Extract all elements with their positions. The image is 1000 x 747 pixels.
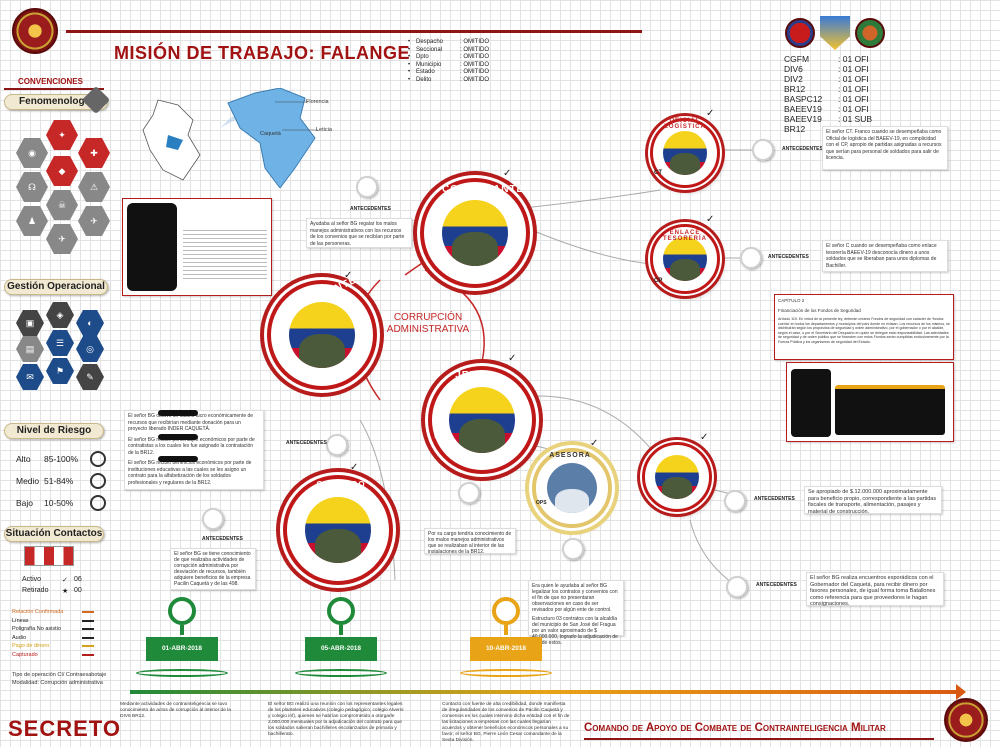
check-icon: ✓ xyxy=(706,214,714,225)
redaction-bar xyxy=(158,434,198,440)
redaction-bar xyxy=(158,456,198,462)
redaction-bar xyxy=(158,410,198,416)
capitulo-subtitle: Financiación de los Fondos de Seguridad xyxy=(778,307,950,314)
antecedentes-label: ANTECEDENTES xyxy=(768,254,809,260)
timeline-pin-icon xyxy=(327,597,355,625)
timeline-pin-icon xyxy=(492,597,520,625)
node-comandante-tc-rank: TC xyxy=(424,236,442,245)
note-left-1c: El señor BG recibió beneficios económico… xyxy=(128,460,260,486)
node-logistica-photo xyxy=(663,131,707,175)
node-comando-general-photo xyxy=(305,497,371,563)
note-tesoreria: El señor C cuando se desempeñaba como en… xyxy=(822,240,948,272)
capitulo-title: CAPÍTULO 2 xyxy=(778,297,950,304)
antecedentes-badge-icon[interactable] xyxy=(202,508,224,530)
antecedentes-badge-icon[interactable] xyxy=(724,490,746,512)
node-comando-general-rank: BG xyxy=(286,532,304,541)
node-comandante-bg-rank: BG xyxy=(270,340,288,349)
capitulo-box: CAPÍTULO 2 Financiación de los Fondos de… xyxy=(774,294,954,360)
node-tesoreria-title: ENLACE TESORERÍA xyxy=(650,230,720,242)
check-icon: ✓ xyxy=(590,438,598,449)
antecedentes-badge-icon[interactable] xyxy=(326,434,348,456)
timeline-marker[interactable]: 01-ABR-2018 xyxy=(146,597,218,693)
footer-note-3: Contacto con fuente de alta credibilidad… xyxy=(442,702,570,744)
node-comando-general-title: COMANDO GENERAL xyxy=(296,480,386,498)
node-logistica-rank: CT xyxy=(654,170,662,176)
antecedentes-label: ANTECEDENTES xyxy=(782,146,823,152)
note-asesora-a: Era quien le ayudaba al señor BG legaliz… xyxy=(532,583,620,613)
left-evidence-text xyxy=(183,227,267,279)
node-comandante-tc-title: COMANDANTE xyxy=(442,184,508,195)
note-left-1: El señor BG obtuvo un salario lucro econ… xyxy=(124,410,264,490)
node-tesoreria-photo xyxy=(663,237,707,281)
node-jem-photo xyxy=(449,387,515,453)
check-icon: ✓ xyxy=(344,270,352,281)
node-asesora-rank: OPS xyxy=(536,500,547,506)
antecedentes-label: ANTECEDENTES xyxy=(756,582,797,588)
timeline-pin-stem xyxy=(180,625,184,635)
timeline-date: 10-ABR-2018 xyxy=(470,637,542,661)
timeline-date: 01-ABR-2018 xyxy=(146,637,218,661)
antecedentes-label: ANTECEDENTES xyxy=(286,440,327,446)
note-logistica: El señor CT. Franco cuando se desempeñab… xyxy=(822,126,948,170)
check-icon: ✓ xyxy=(508,353,516,364)
timeline-track xyxy=(130,690,960,694)
footer-note-2: El señor BG realizó una reunión con los … xyxy=(268,702,406,738)
bottom-right-seal-icon xyxy=(944,698,988,742)
node-logistica-title: OFICIAL LOGÍSTICA xyxy=(650,118,720,130)
antecedentes-label: ANTECEDENTES xyxy=(202,536,243,542)
footer-note-1: Mediante actividades de contrainteligenc… xyxy=(120,702,238,720)
antecedentes-label: ANTECEDENTES xyxy=(350,206,391,212)
node-jem-title: JEM xyxy=(452,370,482,381)
node-jem[interactable] xyxy=(428,366,536,474)
footer-title: Comando de Apoyo de Combate de Contraint… xyxy=(584,722,944,734)
antecedentes-badge-icon[interactable] xyxy=(356,176,378,198)
classification-label: SECRETO xyxy=(8,716,121,742)
timeline-marker[interactable]: 05-ABR-2018 xyxy=(305,597,377,693)
node-jem-rank: CR xyxy=(432,432,450,441)
node-asesora[interactable] xyxy=(532,448,612,528)
antecedentes-badge-icon[interactable] xyxy=(458,482,480,504)
note-jem: Por su cargo tendría conocimiento de los… xyxy=(424,528,516,554)
check-icon: ✓ xyxy=(503,168,511,179)
antecedentes-badge-icon[interactable] xyxy=(752,139,774,161)
node-tesoreria-rank: CP xyxy=(654,278,662,284)
note-asesora-b: Estructuro 03 contratos con la alcaldía … xyxy=(532,616,620,646)
timeline-date: 05-ABR-2018 xyxy=(305,637,377,661)
node-unidentified[interactable] xyxy=(642,442,712,512)
note-br12: Se apropiado de $.12.000.000 aproximadam… xyxy=(804,486,942,514)
check-icon: ✓ xyxy=(706,108,714,119)
note-bg-right: El señor BG realiza encuentros esporádic… xyxy=(806,572,944,606)
center-label: CORRUPCIÓN ADMINISTRATIVA xyxy=(378,312,478,336)
antecedentes-badge-icon[interactable] xyxy=(740,247,762,269)
antecedentes-badge-icon[interactable] xyxy=(562,538,584,560)
left-evidence-box xyxy=(122,198,272,296)
redacted-photo-2 xyxy=(835,385,945,435)
node-comandante-tc-photo xyxy=(442,200,508,266)
timeline-pin-stem xyxy=(339,625,343,635)
redacted-photo-3 xyxy=(127,203,177,291)
timeline-pin-stem xyxy=(504,625,508,635)
timeline-marker[interactable]: 10-ABR-2018 xyxy=(470,597,542,693)
timeline-base xyxy=(460,669,552,677)
footer-rule xyxy=(584,738,934,740)
capitulo-article: Artículo 119. En virtud de la presente l… xyxy=(778,317,950,345)
node-asesora-title: ASESORA xyxy=(540,452,600,459)
timeline-pin-icon xyxy=(168,597,196,625)
timeline-base xyxy=(136,669,228,677)
note-comandante: Ayudaba al señor BG regalar los malos ma… xyxy=(306,218,412,248)
timeline-base xyxy=(295,669,387,677)
check-icon: ✓ xyxy=(350,462,358,473)
node-unidentified-photo xyxy=(655,455,699,499)
antecedentes-label: ANTECEDENTES xyxy=(754,496,795,502)
note-asesora: Era quien le ayudaba al señor BG legaliz… xyxy=(528,580,624,636)
redacted-photo-1 xyxy=(791,369,831,437)
node-asesora-photo xyxy=(547,463,597,513)
check-icon: ✓ xyxy=(700,432,708,443)
note-bg-general: El señor BG se tiene conocimiento de que… xyxy=(170,548,256,590)
antecedentes-badge-icon[interactable] xyxy=(726,576,748,598)
evidence-photo-box xyxy=(786,362,954,442)
